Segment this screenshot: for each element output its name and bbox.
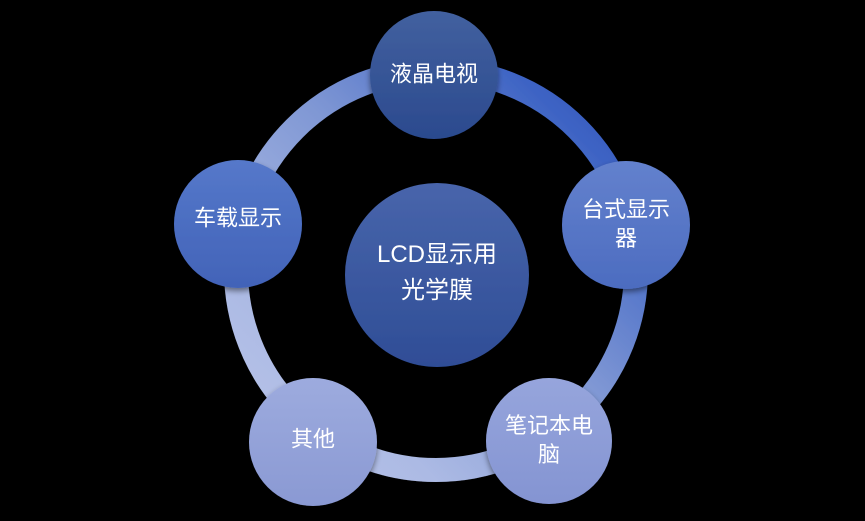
node-circle-lcd-tv xyxy=(370,11,498,139)
center-circle xyxy=(345,183,529,367)
node-circle-vehicle-display xyxy=(174,160,302,288)
node-circle-desktop-monitor xyxy=(562,161,690,289)
node-circle-laptop xyxy=(486,378,612,504)
node-circle-other xyxy=(249,378,377,506)
